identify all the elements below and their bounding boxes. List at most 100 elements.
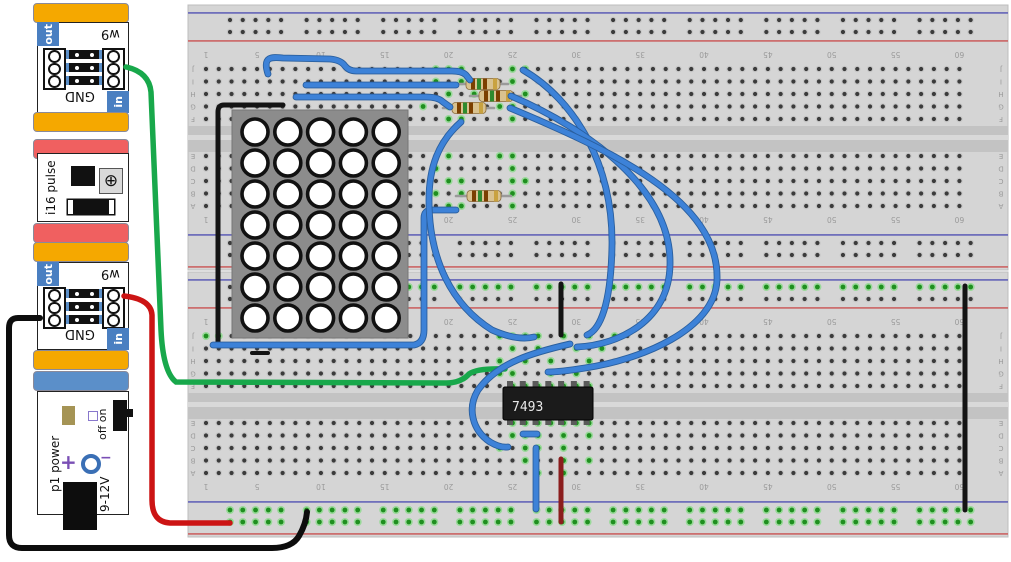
w9-in-tab: in xyxy=(107,91,129,113)
bitsnap-connector xyxy=(33,112,129,132)
svg-text:40: 40 xyxy=(699,215,709,224)
svg-text:D: D xyxy=(190,164,195,172)
w9-snap-row xyxy=(66,302,102,311)
svg-text:50: 50 xyxy=(827,50,837,59)
svg-text:1: 1 xyxy=(203,50,208,59)
black-littlebits-ground-wire[interactable] xyxy=(6,315,310,551)
power-switch-lever[interactable] xyxy=(126,409,133,417)
svg-text:G: G xyxy=(190,369,195,377)
w9-right-connector[interactable] xyxy=(102,287,125,329)
svg-text:A: A xyxy=(190,202,195,210)
svg-text:30: 30 xyxy=(571,482,581,491)
ic-7493-label: 7493 xyxy=(512,400,543,415)
svg-text:H: H xyxy=(998,357,1003,365)
red-power-wire[interactable] xyxy=(121,293,233,526)
blue-right-arc-1[interactable] xyxy=(519,66,616,339)
w9-snap-row xyxy=(66,63,102,72)
svg-text:B: B xyxy=(998,456,1003,464)
svg-text:A: A xyxy=(998,469,1003,477)
svg-text:30: 30 xyxy=(571,317,581,326)
power-switch[interactable] xyxy=(113,400,127,431)
svg-text:25: 25 xyxy=(507,482,517,491)
svg-text:J: J xyxy=(1000,65,1003,73)
blue-cross-arc-wire[interactable] xyxy=(468,340,574,451)
svg-text:35: 35 xyxy=(635,215,645,224)
svg-text:25: 25 xyxy=(507,317,517,326)
w9-right-connector[interactable] xyxy=(102,48,125,90)
power-indicator xyxy=(88,411,98,421)
i16-ic-chip xyxy=(71,166,95,186)
led-dot-matrix-5x7[interactable] xyxy=(231,109,409,339)
module-w9-wire-2[interactable]: out w9 GND in xyxy=(37,262,129,350)
svg-text:B: B xyxy=(190,456,195,464)
svg-text:50: 50 xyxy=(827,482,837,491)
module-w9-wire-1[interactable]: out w9 GND in xyxy=(37,22,129,113)
bitsnap-connector xyxy=(33,242,129,262)
green-signal-wire[interactable] xyxy=(123,64,508,386)
blue-rowH-wire[interactable] xyxy=(292,93,454,111)
svg-text:1: 1 xyxy=(203,317,208,326)
blue-right-arc-3[interactable] xyxy=(506,104,721,376)
svg-text:G: G xyxy=(998,369,1003,377)
svg-text:40: 40 xyxy=(699,50,709,59)
barrel-jack[interactable] xyxy=(63,482,97,530)
blue-right-arc-2[interactable] xyxy=(507,92,674,351)
i16-trimpot[interactable]: ⊕ xyxy=(99,168,123,194)
resistor-4[interactable] xyxy=(454,190,513,202)
svg-text:20: 20 xyxy=(444,215,454,224)
w9-snap-row xyxy=(66,50,102,59)
bitsnap-connector xyxy=(33,350,129,370)
svg-text:F: F xyxy=(191,382,195,390)
svg-text:10: 10 xyxy=(316,482,326,491)
svg-text:C: C xyxy=(190,444,195,452)
svg-text:1: 1 xyxy=(203,482,208,491)
svg-text:H: H xyxy=(190,357,195,365)
svg-text:J: J xyxy=(192,332,195,340)
svg-text:I: I xyxy=(1000,77,1002,85)
svg-text:F: F xyxy=(999,382,1003,390)
svg-text:25: 25 xyxy=(507,50,517,59)
w9-in-tab: in xyxy=(107,328,129,350)
ic-7493[interactable]: 7493 xyxy=(502,381,594,425)
svg-text:E: E xyxy=(191,152,195,160)
w9-left-connector[interactable] xyxy=(43,48,66,90)
svg-text:C: C xyxy=(998,177,1003,185)
barrel-jack-icon xyxy=(81,454,101,474)
svg-text:45: 45 xyxy=(763,50,773,59)
svg-text:35: 35 xyxy=(635,50,645,59)
black-matrix-wire[interactable] xyxy=(215,102,286,347)
w9-left-connector[interactable] xyxy=(43,287,66,329)
svg-text:50: 50 xyxy=(827,317,837,326)
resistor-1[interactable] xyxy=(456,78,510,90)
svg-text:J: J xyxy=(192,65,195,73)
svg-text:1: 1 xyxy=(203,215,208,224)
module-i16-pulse[interactable]: i16 pulse ⊕ xyxy=(37,153,129,222)
svg-text:60: 60 xyxy=(954,482,964,491)
svg-text:20: 20 xyxy=(444,482,454,491)
w9-out-tab: out xyxy=(37,22,59,46)
svg-text:A: A xyxy=(190,469,195,477)
svg-text:F: F xyxy=(191,115,195,123)
power-plus-label: + xyxy=(60,450,77,474)
svg-text:I: I xyxy=(192,77,194,85)
svg-text:E: E xyxy=(191,419,195,427)
svg-text:I: I xyxy=(192,344,194,352)
w9-out-tab: out xyxy=(37,262,59,286)
svg-text:H: H xyxy=(190,90,195,98)
power-minus-label: − xyxy=(100,450,112,466)
svg-text:G: G xyxy=(190,102,195,110)
svg-text:45: 45 xyxy=(763,317,773,326)
w9-snap-row xyxy=(66,289,102,298)
svg-text:55: 55 xyxy=(891,482,901,491)
svg-text:E: E xyxy=(999,152,1003,160)
w9-snap-row xyxy=(66,315,102,324)
svg-text:20: 20 xyxy=(444,317,454,326)
svg-text:F: F xyxy=(999,115,1003,123)
svg-text:5: 5 xyxy=(254,482,259,491)
svg-text:D: D xyxy=(998,164,1003,172)
power-led xyxy=(62,406,75,425)
svg-text:D: D xyxy=(190,431,195,439)
blue-hook-wire[interactable] xyxy=(262,54,474,84)
blue-left-arc-wire[interactable] xyxy=(425,118,538,342)
